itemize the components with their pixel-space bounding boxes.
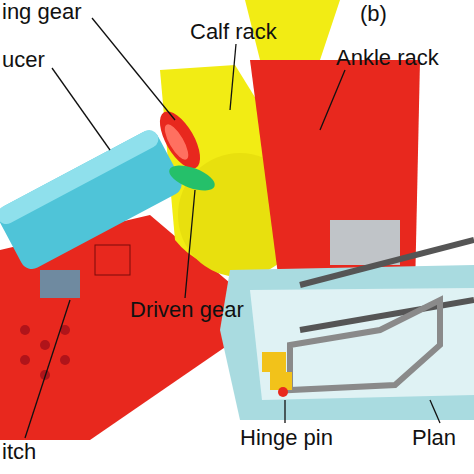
bracket xyxy=(40,270,80,298)
panel-letter: (b) xyxy=(360,2,387,26)
part-label: Driven gear xyxy=(130,298,244,322)
leader-lines xyxy=(25,18,440,438)
part-label: ucer xyxy=(2,48,45,72)
ankle-motor xyxy=(330,220,400,265)
metal-frame xyxy=(290,300,440,390)
reducer xyxy=(0,127,186,273)
hinge xyxy=(262,352,292,390)
switch xyxy=(95,245,130,275)
part-label: Plan xyxy=(412,426,456,450)
driving-gear xyxy=(152,105,208,174)
part-label: Calf rack xyxy=(190,20,277,44)
plantar-inner xyxy=(250,288,474,400)
ankle-rack xyxy=(250,60,420,290)
plantar-frame xyxy=(220,265,474,420)
hinge-pin xyxy=(278,387,288,397)
plate-holes xyxy=(20,325,70,380)
driven-gear xyxy=(166,160,218,195)
part-label: Ankle rack xyxy=(336,46,439,70)
part-label: Hinge pin xyxy=(240,426,333,450)
rods xyxy=(300,240,474,330)
part-label: itch xyxy=(2,440,36,464)
part-label: ing gear xyxy=(2,0,82,24)
